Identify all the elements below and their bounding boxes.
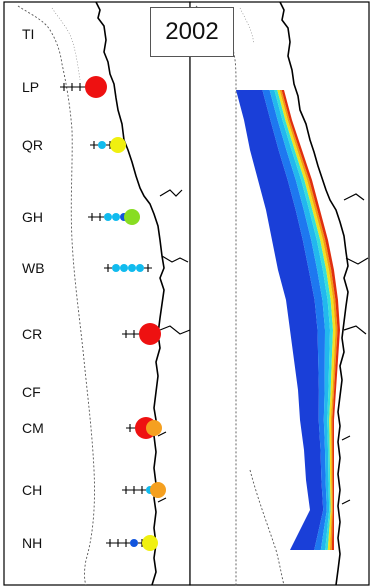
plus-marker	[76, 83, 84, 91]
model-band-2	[269, 90, 330, 550]
station-label-cf: CF	[22, 384, 41, 400]
plus-marker	[126, 424, 134, 432]
station-label-wb: WB	[22, 260, 45, 276]
left-shelf-contour	[17, 5, 95, 586]
circle-marker-blue	[130, 539, 138, 547]
right-coastline	[279, 1, 349, 586]
plus-marker	[90, 141, 98, 149]
circle-marker-cyan	[112, 213, 120, 221]
plus-marker	[114, 539, 122, 547]
model-field	[236, 90, 340, 550]
plus-marker	[68, 83, 76, 91]
circle-marker-yellow	[142, 535, 158, 551]
station-label-cr: CR	[22, 326, 42, 342]
circle-marker-green	[124, 209, 140, 225]
plus-marker	[106, 539, 114, 547]
model-band-4	[277, 90, 336, 550]
plus-marker	[130, 330, 138, 338]
plus-marker	[104, 264, 112, 272]
station-label-qr: QR	[22, 137, 43, 153]
plus-marker	[130, 486, 138, 494]
station-markers: TI LP QR GH WB CR CF CM CH NH	[22, 26, 166, 551]
circle-marker-orange	[150, 482, 166, 498]
year-text: 2002	[165, 18, 219, 45]
circle-marker-cyan	[136, 264, 144, 272]
plus-marker	[60, 83, 68, 91]
station-label-lp: LP	[22, 79, 39, 95]
plus-marker	[144, 264, 152, 272]
model-band-0	[236, 90, 324, 550]
right-shelf-contour-top	[239, 7, 255, 45]
plus-marker	[96, 213, 104, 221]
plus-marker	[88, 213, 96, 221]
plus-marker	[122, 330, 130, 338]
station-label-cm: CM	[22, 420, 44, 436]
year-label: 2002	[150, 7, 234, 57]
right-estuary	[341, 193, 369, 505]
right-shelf-contour-lower	[249, 469, 285, 586]
circle-marker-cyan	[104, 213, 112, 221]
right-panel-frame	[189, 1, 370, 586]
model-band-6	[281, 90, 340, 550]
circle-marker-yellow	[110, 137, 126, 153]
right-shelf-contour	[195, 5, 237, 587]
station-label-ti: TI	[22, 26, 34, 42]
circle-marker-red	[139, 323, 161, 345]
left-coastline	[95, 1, 165, 586]
circle-marker-cyan	[120, 264, 128, 272]
left-estuary	[157, 189, 191, 503]
model-band-1	[262, 90, 327, 550]
station-label-nh: NH	[22, 535, 42, 551]
plus-marker	[122, 539, 130, 547]
plus-marker	[138, 486, 146, 494]
circle-marker-cyan	[112, 264, 120, 272]
model-band-3	[274, 90, 333, 550]
station-label-gh: GH	[22, 209, 43, 225]
left-shelf-contour-inner	[51, 7, 81, 81]
station-label-ch: CH	[22, 482, 42, 498]
circle-marker-orange	[146, 420, 162, 436]
model-band-5	[279, 90, 338, 550]
plus-marker	[122, 486, 130, 494]
circle-marker-cyan	[128, 264, 136, 272]
circle-marker-red	[85, 76, 107, 98]
circle-marker-cyan	[98, 141, 106, 149]
